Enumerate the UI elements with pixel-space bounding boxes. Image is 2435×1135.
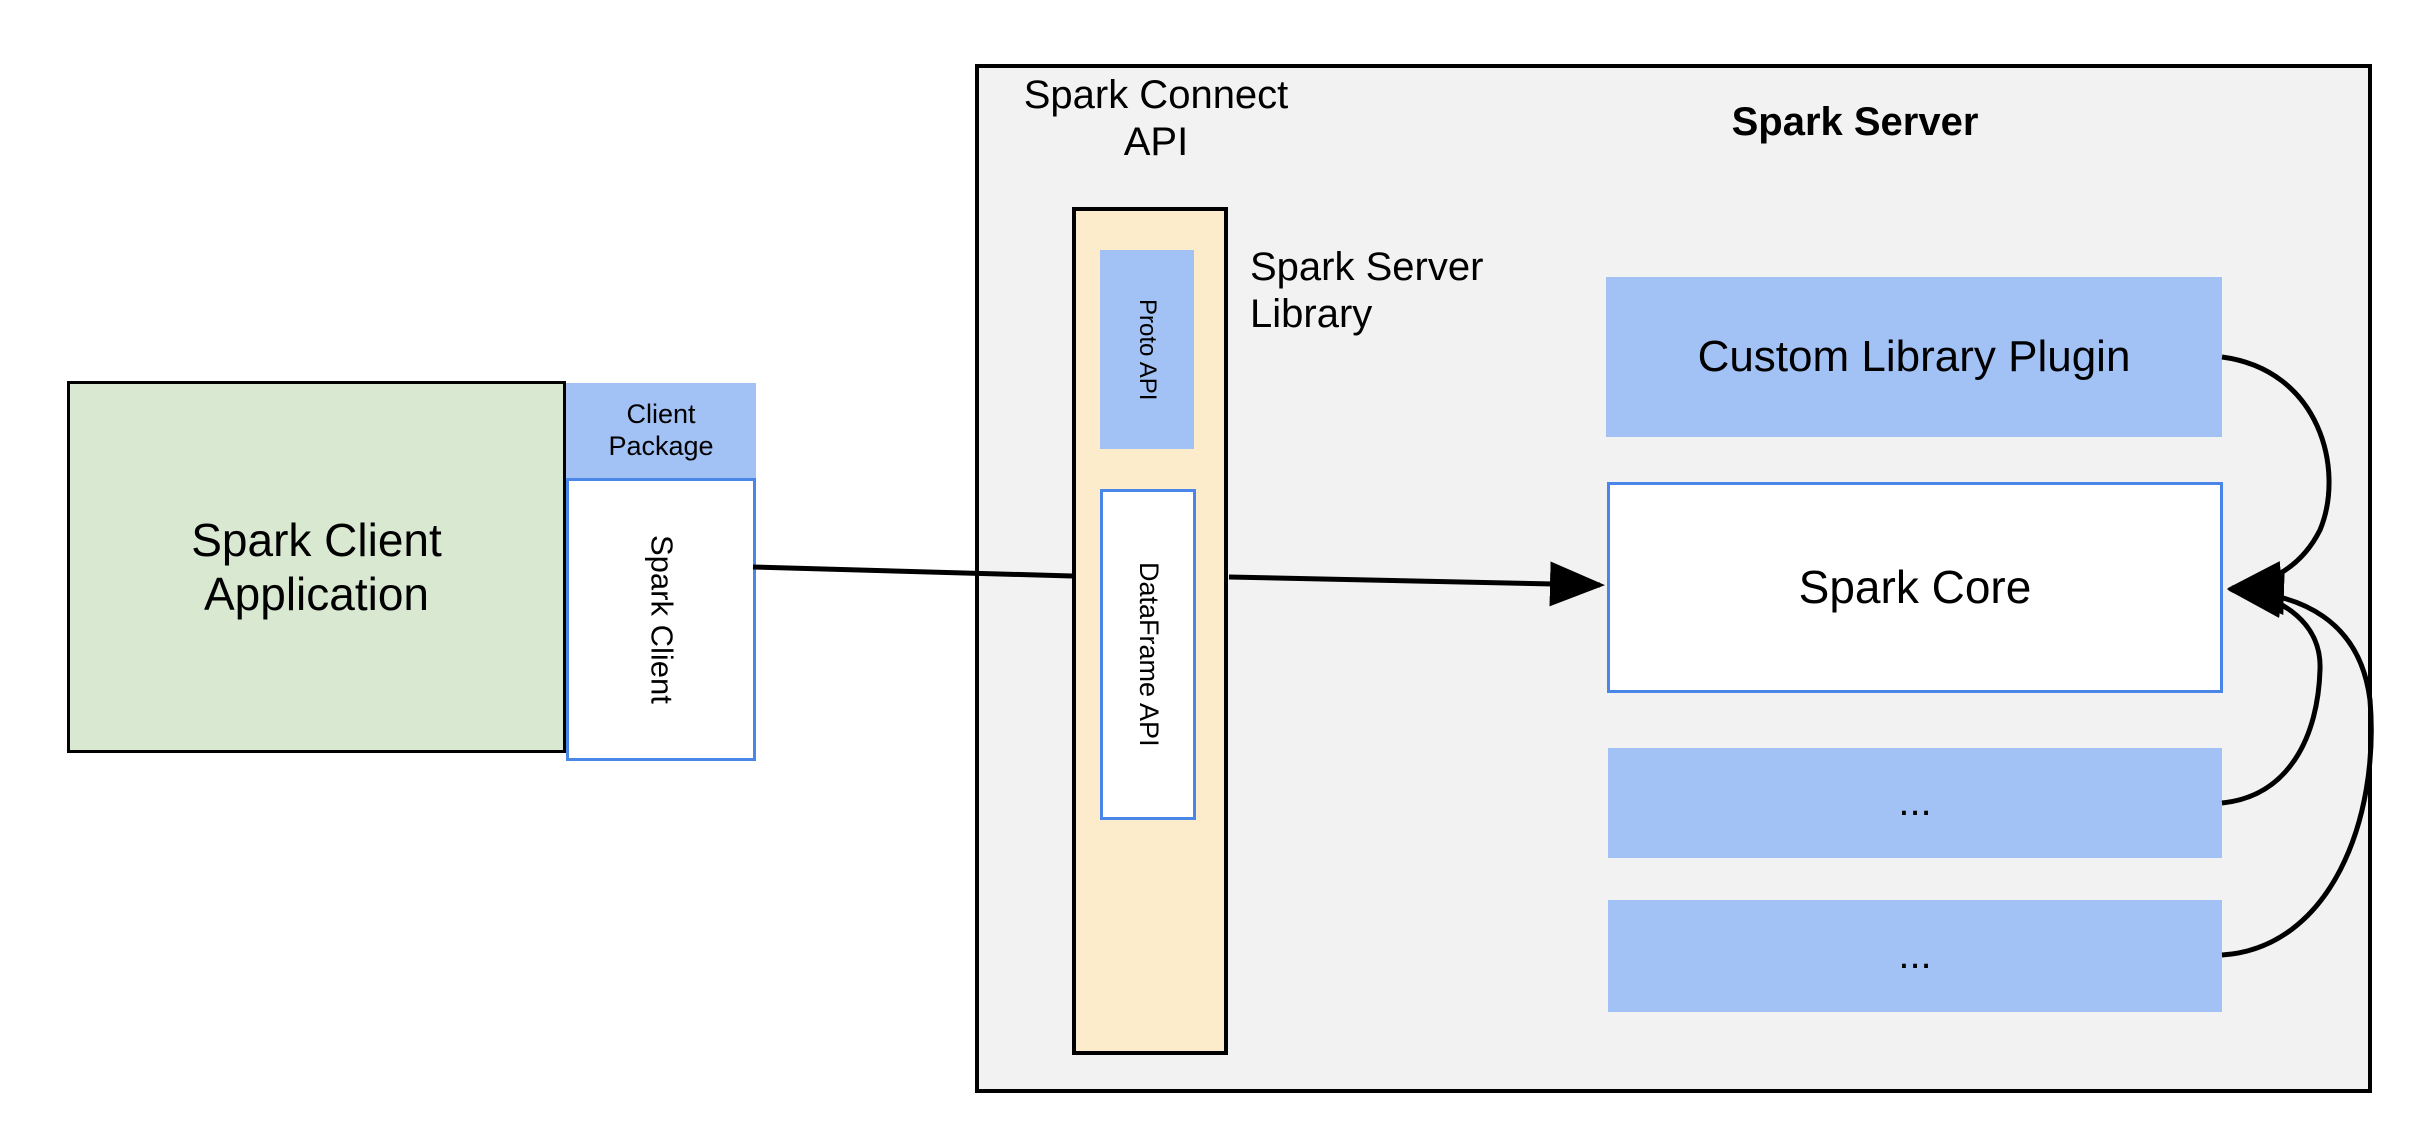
spark-client-box[interactable]: Spark Client <box>566 478 756 761</box>
server-component-ellipsis-1[interactable]: ... <box>1608 748 2222 858</box>
ellipsis-label-1: ... <box>1898 780 1932 825</box>
spark-server-title: Spark Server <box>1731 100 1979 145</box>
client-package-box[interactable]: Client Package <box>566 383 756 478</box>
custom-library-plugin-box[interactable]: Custom Library Plugin <box>1606 277 2222 437</box>
custom-library-plugin-label: Custom Library Plugin <box>1697 332 2131 382</box>
spark-server-library-label: Spark Server Library <box>1250 245 1484 337</box>
server-component-ellipsis-2[interactable]: ... <box>1608 900 2222 1012</box>
spark-client-application-label: Spark Client Application <box>191 513 442 620</box>
proto-api-box[interactable]: Proto API <box>1100 250 1194 449</box>
proto-api-label: Proto API <box>1134 298 1162 401</box>
spark-client-application-box[interactable]: Spark Client Application <box>67 381 566 753</box>
dataframe-api-box[interactable]: DataFrame API <box>1100 489 1196 820</box>
client-package-label: Client Package <box>608 398 714 461</box>
spark-core-box[interactable]: Spark Core <box>1607 482 2223 693</box>
spark-core-label: Spark Core <box>1798 561 2032 614</box>
spark-connect-api-label: Spark Connect API <box>1023 73 1289 165</box>
spark-client-label: Spark Client <box>644 535 680 704</box>
dataframe-api-label: DataFrame API <box>1133 562 1164 747</box>
ellipsis-label-2: ... <box>1898 933 1932 978</box>
